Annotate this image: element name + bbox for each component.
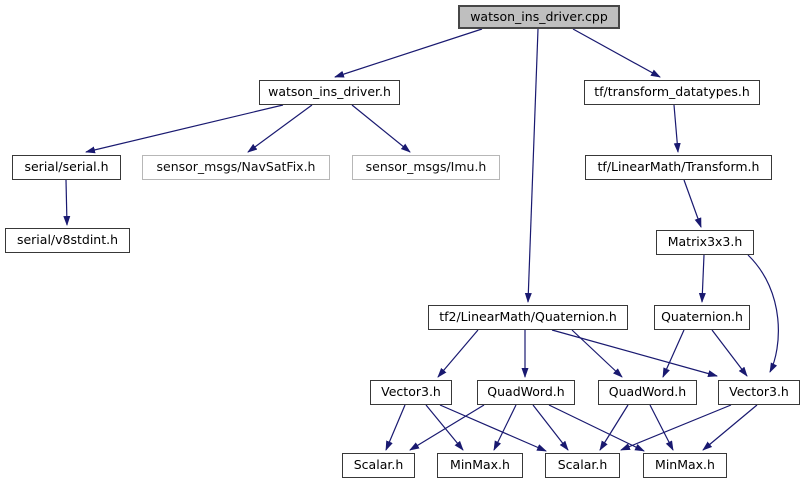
edge-quadword-h-left-to-scalar-h-left: [409, 404, 485, 451]
graph-node-tf-transform-datatypes[interactable]: tf/transform_datatypes.h: [584, 80, 760, 105]
edge-quadword-h-left-to-minmax-h-right: [548, 404, 645, 452]
graph-node-serial-v8stdint-h[interactable]: serial/v8stdint.h: [5, 228, 130, 253]
graph-node-sensor-msgs-imu: sensor_msgs/Imu.h: [352, 155, 500, 180]
graph-node-tf2-linearmath-quaternion[interactable]: tf2/LinearMath/Quaternion.h: [428, 305, 628, 330]
graph-node-scalar-h-right[interactable]: Scalar.h: [545, 453, 620, 478]
edge-watson-ins-driver-cpp-to-watson-ins-driver-h: [334, 28, 483, 78]
edge-watson-ins-driver-h-to-sensor-msgs-imu: [351, 104, 411, 153]
edge-watson-ins-driver-h-to-serial-serial-h: [85, 104, 284, 154]
edge-quadword-h-left-to-scalar-h-right: [532, 404, 569, 451]
edge-quadword-h-right-to-minmax-h-right: [649, 404, 674, 451]
edge-matrix3x3-h-to-vector3-h-right: [747, 254, 779, 373]
edge-vector3-h-right-to-scalar-h-right: [620, 404, 732, 451]
edge-quaternion-h-to-quadword-h-right: [662, 329, 685, 378]
edge-quadword-h-right-to-scalar-h-right: [599, 404, 629, 451]
edge-tf2-linearmath-quaternion-to-vector3-h-right: [551, 329, 718, 377]
graph-node-matrix3x3-h[interactable]: Matrix3x3.h: [656, 230, 754, 255]
graph-node-minmax-h-right[interactable]: MinMax.h: [643, 453, 727, 478]
graph-node-watson-ins-driver-cpp: watson_ins_driver.cpp: [458, 5, 620, 29]
edge-watson-ins-driver-cpp-to-tf2-linearmath-quaternion: [524, 28, 539, 303]
edge-tf-transform-datatypes-to-tf-linearmath-transform: [673, 104, 681, 153]
edge-serial-serial-h-to-serial-v8stdint-h: [63, 179, 71, 226]
edge-vector3-h-left-to-scalar-h-right: [439, 404, 547, 452]
edge-watson-ins-driver-h-to-sensor-msgs-navsatfix: [247, 104, 313, 153]
edge-vector3-h-right-to-minmax-h-right: [702, 404, 758, 451]
graph-node-scalar-h-left[interactable]: Scalar.h: [342, 453, 415, 478]
edge-tf2-linearmath-quaternion-to-vector3-h-left: [437, 329, 479, 378]
graph-node-serial-serial-h[interactable]: serial/serial.h: [12, 155, 121, 180]
edge-tf-linearmath-transform-to-matrix3x3-h: [683, 179, 702, 228]
edge-watson-ins-driver-cpp-to-tf-transform-datatypes: [572, 28, 661, 78]
graph-node-quadword-h-left[interactable]: QuadWord.h: [477, 380, 575, 405]
graph-node-minmax-h-left[interactable]: MinMax.h: [437, 453, 523, 478]
graph-node-watson-ins-driver-h[interactable]: watson_ins_driver.h: [259, 80, 400, 105]
graph-node-quadword-h-right[interactable]: QuadWord.h: [598, 380, 697, 405]
edge-matrix3x3-h-to-quaternion-h: [698, 254, 706, 303]
graph-node-sensor-msgs-navsatfix: sensor_msgs/NavSatFix.h: [142, 155, 330, 180]
edge-quaternion-h-to-vector3-h-right: [711, 329, 748, 377]
graph-node-vector3-h-right[interactable]: Vector3.h: [718, 380, 800, 405]
graph-node-vector3-h-left[interactable]: Vector3.h: [370, 380, 452, 405]
edge-vector3-h-left-to-minmax-h-left: [425, 404, 464, 451]
graph-node-quaternion-h[interactable]: Quaternion.h: [654, 305, 750, 330]
graph-node-tf-linearmath-transform[interactable]: tf/LinearMath/Transform.h: [585, 155, 772, 180]
edge-vector3-h-left-to-scalar-h-left: [385, 404, 406, 451]
edge-quadword-h-left-to-minmax-h-left: [493, 404, 517, 451]
